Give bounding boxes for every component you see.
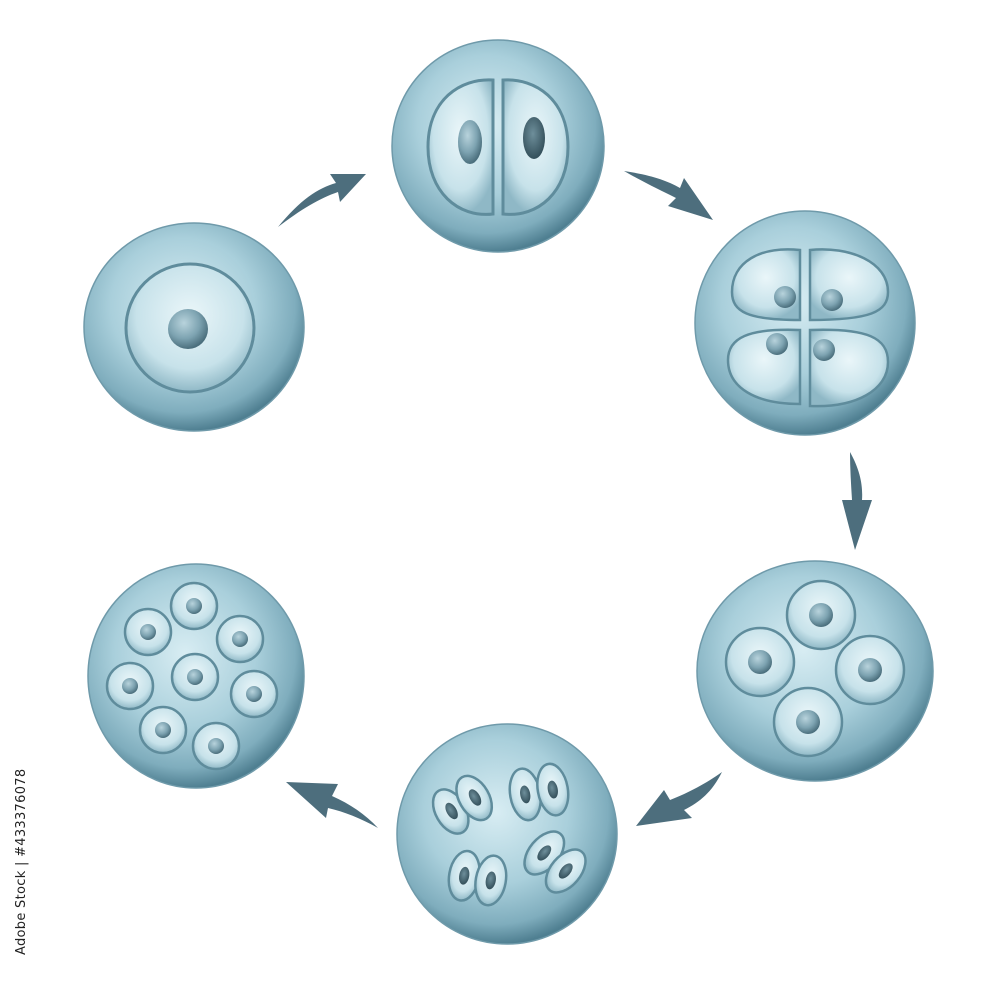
blastomere (215, 614, 265, 664)
nucleus (168, 309, 208, 349)
dividing-pair (523, 830, 587, 894)
arrow-stage3-to-stage4 (842, 452, 872, 550)
nucleus (766, 333, 788, 355)
daughter-cell (785, 579, 857, 651)
blastomere (105, 661, 155, 711)
blastomere (229, 669, 279, 719)
blastomere (138, 705, 188, 755)
blastomere (123, 607, 173, 657)
nucleus (774, 286, 796, 308)
dividing-pair (431, 774, 494, 835)
stage-two-cell (391, 39, 605, 253)
nucleus (813, 339, 835, 361)
dividing-pair (447, 849, 508, 907)
blastomere (191, 721, 241, 771)
stock-image-id: Adobe Stock | #433376078 (14, 768, 29, 955)
daughter-cell (834, 634, 906, 706)
daughter-cell (724, 626, 796, 698)
dividing-pair (508, 762, 570, 822)
arrow-stage5-to-stage6 (286, 782, 378, 828)
nucleus (821, 289, 843, 311)
nucleus (458, 120, 482, 164)
stage-eight-dividing-cells (396, 723, 618, 945)
daughter-cell (772, 686, 844, 758)
stage-four-rounded-cells (696, 560, 934, 782)
arrow-stage4-to-stage5 (636, 772, 722, 826)
stage-eight-cells (87, 563, 305, 789)
arrow-stage2-to-stage3 (624, 171, 713, 220)
nucleus (523, 117, 545, 159)
arrow-stage1-to-stage2 (278, 174, 366, 227)
stage-four-cell (694, 210, 916, 436)
stage-single-cell (83, 222, 305, 432)
blastomere (169, 581, 219, 631)
blastomere (170, 652, 220, 702)
